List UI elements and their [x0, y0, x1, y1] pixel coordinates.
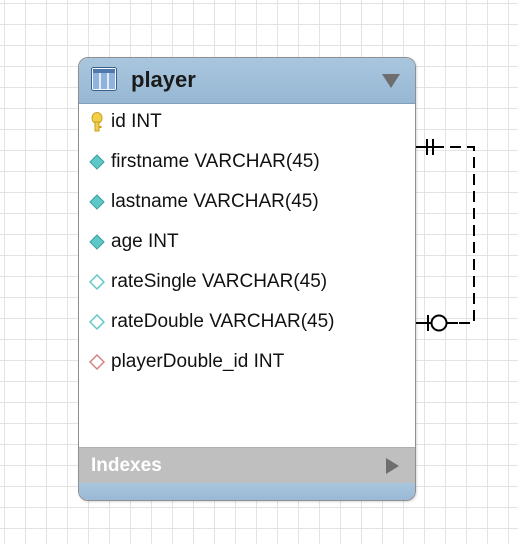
- not-null-column-icon: [89, 192, 105, 212]
- nullable-column-icon: [88, 312, 106, 332]
- column-label: playerDouble_id INT: [111, 351, 285, 372]
- column-row[interactable]: firstname VARCHAR(45): [89, 149, 320, 175]
- one-mandatory-marker: [416, 139, 444, 155]
- not-null-column-icon: [89, 152, 105, 172]
- collapse-triangle-icon[interactable]: [381, 72, 401, 90]
- column-label: id INT: [111, 111, 162, 132]
- column-label: rateDouble VARCHAR(45): [111, 311, 335, 332]
- not-null-column-icon: [89, 232, 105, 252]
- foreign-key-column-icon: [88, 352, 106, 372]
- expand-triangle-icon[interactable]: [383, 457, 401, 475]
- table-player[interactable]: player id INT: [78, 57, 416, 501]
- column-label: rateSingle VARCHAR(45): [111, 271, 328, 292]
- nullable-column-icon: [88, 272, 106, 292]
- primary-key-icon: [89, 112, 105, 132]
- column-row[interactable]: rateDouble VARCHAR(45): [88, 309, 335, 335]
- column-row[interactable]: id INT: [89, 109, 162, 135]
- column-row[interactable]: lastname VARCHAR(45): [89, 189, 319, 215]
- column-row[interactable]: rateSingle VARCHAR(45): [88, 269, 328, 295]
- one-optional-marker: [416, 314, 458, 332]
- table-header[interactable]: player: [79, 58, 415, 104]
- column-row[interactable]: age INT: [89, 229, 179, 255]
- column-row[interactable]: playerDouble_id INT: [88, 349, 285, 375]
- table-title: player: [131, 67, 196, 92]
- indexes-section[interactable]: Indexes: [79, 447, 415, 483]
- indexes-label: Indexes: [91, 455, 162, 476]
- relationship-line: [416, 146, 475, 324]
- column-label: age INT: [111, 231, 179, 252]
- table-grid-icon: [91, 67, 117, 91]
- table-footer: [79, 483, 415, 500]
- column-label: firstname VARCHAR(45): [111, 151, 320, 172]
- column-label: lastname VARCHAR(45): [111, 191, 319, 212]
